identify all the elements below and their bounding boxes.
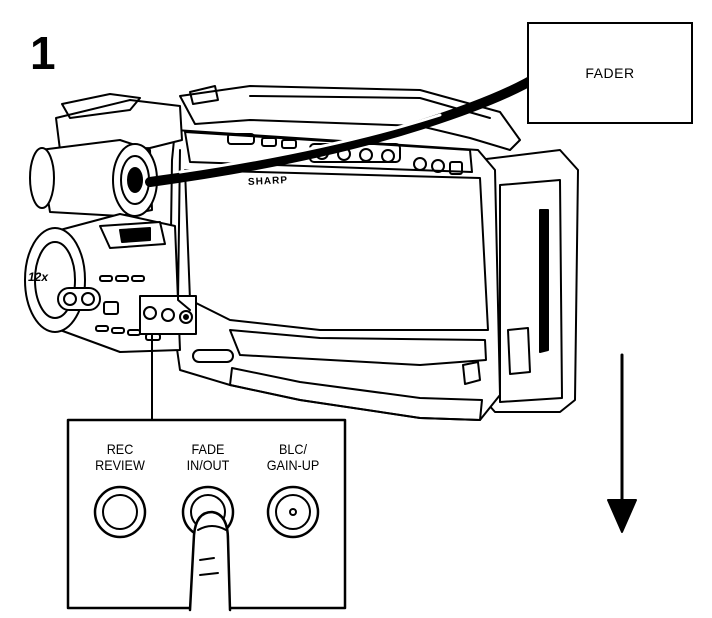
fader-callout: FADER (527, 22, 693, 124)
blc-button-drawing (266, 485, 320, 539)
finger-drawing (188, 510, 232, 612)
fader-callout-label: FADER (585, 65, 635, 81)
lens-section (24, 149, 197, 421)
viewfinder (29, 93, 183, 217)
rec-review-button-drawing (93, 485, 147, 539)
blc-gain-up-label: BLC/ GAIN-UP (266, 441, 320, 473)
step-number: 1 (30, 27, 56, 79)
zoom-label: 12x (28, 270, 49, 284)
fade-in-out-label: FADE IN/OUT (186, 441, 230, 473)
camcorder-body (169, 85, 579, 421)
button-inset (66, 418, 347, 612)
brand-label: SHARP (247, 174, 289, 189)
rec-review-label: REC REVIEW (95, 441, 145, 473)
down-arrow-icon (607, 353, 637, 533)
